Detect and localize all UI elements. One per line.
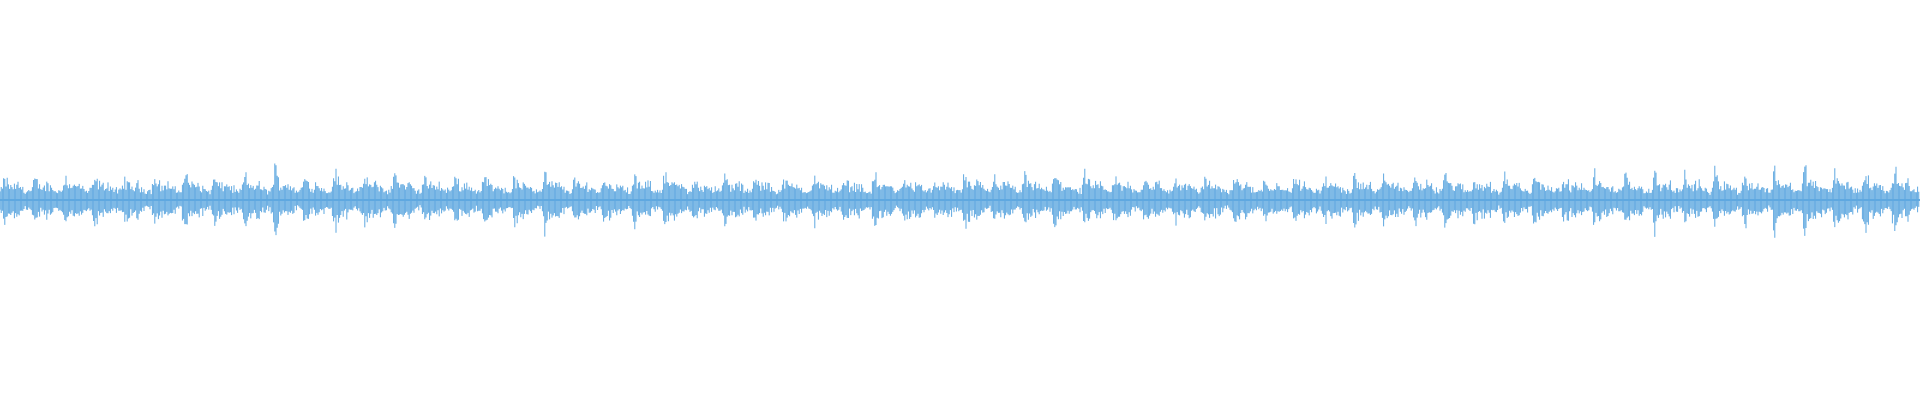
waveform-bars (0, 163, 1920, 238)
